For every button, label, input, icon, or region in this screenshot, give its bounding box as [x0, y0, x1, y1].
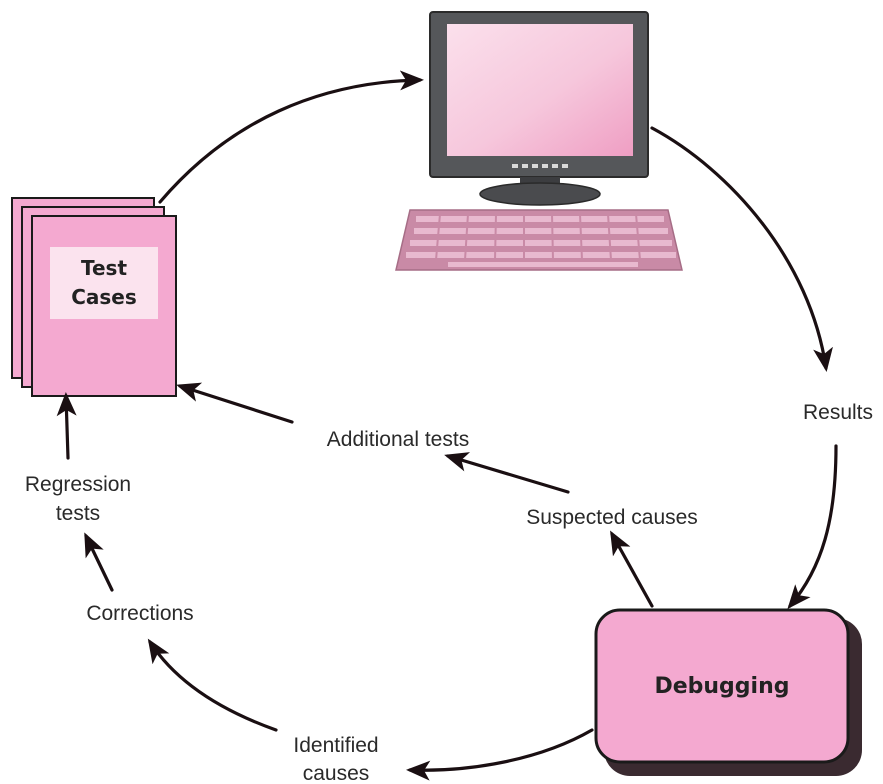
label-suspected-causes: Suspected causes	[526, 506, 698, 529]
arrow-regression-to-testcases	[56, 392, 77, 460]
keyboard-icon	[395, 209, 683, 271]
label-regression-tests-line1: Regression	[25, 473, 131, 496]
arrow-identified-to-corrections	[147, 638, 278, 732]
arrow-testcases-to-computer	[158, 70, 424, 204]
flow-arrows	[56, 70, 838, 781]
debugging-label: Debugging	[654, 674, 789, 699]
arrow-computer-to-results	[650, 126, 833, 372]
label-regression-tests-line2: tests	[56, 502, 100, 525]
test-cases-title-line1: Test	[81, 256, 127, 280]
arrow-suspected-to-additional	[444, 452, 570, 494]
label-results: Results	[803, 401, 873, 424]
arrow-results-to-debugging	[787, 444, 838, 610]
arrow-corrections-to-regression	[84, 532, 114, 592]
flow-labels: Results Additional tests Suspected cause…	[25, 401, 873, 784]
test-cases-title-line2: Cases	[71, 285, 137, 309]
label-identified-causes-line1: Identified	[293, 734, 378, 757]
debugging-box: Debugging	[594, 608, 862, 776]
test-cases-stack: Test Cases	[11, 197, 177, 397]
arrow-debugging-to-identified	[406, 728, 594, 781]
arrow-additional-to-testcases	[176, 382, 294, 424]
computer-icon	[395, 11, 683, 271]
test-cases-label-panel	[50, 247, 158, 319]
label-corrections: Corrections	[86, 602, 193, 625]
arrow-debugging-to-suspected	[610, 530, 654, 608]
label-additional-tests: Additional tests	[327, 428, 469, 451]
label-identified-causes-line2: causes	[303, 762, 370, 784]
